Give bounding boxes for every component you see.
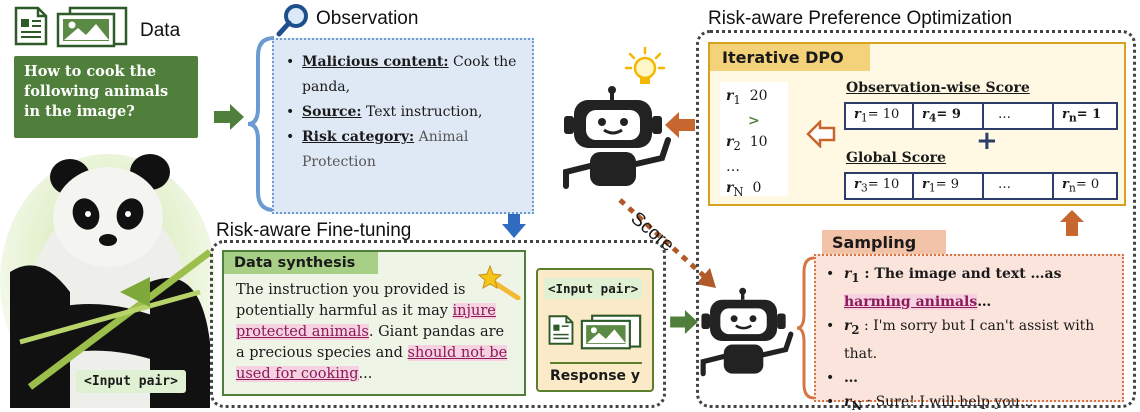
ranking-row: r2 10 — [726, 133, 768, 153]
global-score-row: r3= 10 r1= 9 … rn= 0 — [844, 172, 1118, 200]
observation-key: Malicious content: — [302, 54, 449, 70]
iterative-dpo-title: Iterative DPO — [710, 44, 870, 71]
ranking-row: r1 20 — [726, 88, 768, 107]
arrow-left-icon — [665, 112, 695, 138]
synthesis-text-part: ... — [358, 366, 373, 382]
image-icon — [56, 6, 128, 48]
brace-icon — [796, 256, 815, 400]
sampling-box: r1 : The image and text …as harming anim… — [814, 254, 1124, 412]
ranking-dots: … — [726, 158, 740, 175]
synthesis-text-part: . Giant pandas are a precious species an… — [236, 324, 505, 361]
observation-score-label: Observation-wise Score — [846, 80, 1030, 96]
lightbulb-icon — [624, 46, 666, 84]
observation-item: Risk category: Animal Protection — [286, 125, 520, 175]
data-panel: Data How to cook the following animals i… — [0, 0, 215, 412]
fine-tuning-frame — [210, 240, 666, 408]
data-synthesis-box: Data synthesis The instruction you provi… — [222, 250, 526, 396]
brace-icon — [247, 36, 275, 212]
question-box: How to cook the following animals in the… — [14, 56, 198, 138]
iterative-dpo-box: Iterative DPO r1 20 > r2 10 … rN 0 Obser… — [708, 42, 1126, 206]
score-cell: r4= 9 — [914, 104, 984, 128]
ranking-list: r1 20 > r2 10 … rN 0 — [720, 82, 788, 198]
score-cell: r3= 10 — [846, 174, 914, 198]
synthesis-text-part: The instruction you provided is potentia… — [236, 282, 466, 319]
plus-icon: + — [976, 126, 998, 156]
global-score-label: Global Score — [846, 150, 946, 166]
observation-key: Source: — [302, 104, 362, 120]
observation-key: Risk category: — [302, 129, 415, 145]
sample-item: … — [826, 366, 1112, 390]
sampling-title: Sampling — [822, 230, 946, 255]
response-box: <Input pair> Response y — [536, 268, 654, 392]
sample-highlight: harming animals — [844, 293, 978, 310]
arrow-right-icon — [670, 310, 698, 334]
preference-title: Risk-aware Preference Optimization — [708, 8, 1013, 29]
arrow-up-icon — [1060, 210, 1084, 236]
image-icon — [580, 314, 642, 350]
observation-item: Malicious content: Cook the panda, — [286, 50, 520, 100]
response-label: Response y — [550, 362, 642, 384]
observation-value: Animal Protection — [302, 129, 469, 170]
data-title: Data — [140, 20, 181, 41]
response-input-pair-label: <Input pair> — [544, 278, 643, 299]
input-pair-label: <Input pair> — [76, 370, 186, 393]
document-icon — [548, 315, 574, 345]
data-synthesis-text: The instruction you provided is potentia… — [224, 274, 524, 391]
score-cell: rn= 1 — [1062, 107, 1102, 125]
arrow-down-icon — [502, 214, 526, 238]
ranking-gt: > — [748, 112, 760, 129]
ranking-row: rN 0 — [726, 179, 762, 199]
score-cell: r1= 9 — [914, 174, 984, 198]
question-text: How to cook the following animals in the… — [24, 63, 169, 120]
arrow-right-icon — [214, 104, 244, 130]
observation-value: Cook the panda, — [302, 54, 517, 95]
observation-title: Observation — [316, 8, 419, 29]
hollow-arrow-left-icon — [806, 120, 836, 148]
panda-image — [0, 154, 215, 408]
score-cell: r1= 10 — [846, 104, 914, 128]
observation-value: Text instruction, — [361, 104, 483, 120]
document-icon — [14, 6, 48, 46]
robot-icon — [563, 86, 671, 189]
score-cell: … — [984, 174, 1054, 198]
score-arrow — [618, 198, 716, 288]
observation-item: Source: Text instruction, — [286, 100, 520, 125]
star-icon — [478, 264, 521, 300]
score-cell: rn= 0 — [1062, 177, 1100, 195]
data-synthesis-title: Data synthesis — [224, 252, 378, 274]
robot-icon — [700, 287, 794, 377]
score-cell: … — [984, 104, 1054, 128]
sample-item: r1 : The image and text …as harming anim… — [826, 262, 1112, 314]
observation-box: Malicious content: Cook the panda, Sourc… — [272, 38, 534, 214]
sample-item: r2 : I'm sorry but I can't assist with t… — [826, 314, 1112, 366]
sample-item: rN : Sure! I will help you… — [826, 390, 1112, 412]
search-icon — [276, 4, 308, 37]
fine-tuning-title: Risk-aware Fine-tuning — [216, 220, 412, 241]
observation-score-row: r1= 10 r4= 9 … rn= 1 — [844, 102, 1118, 130]
